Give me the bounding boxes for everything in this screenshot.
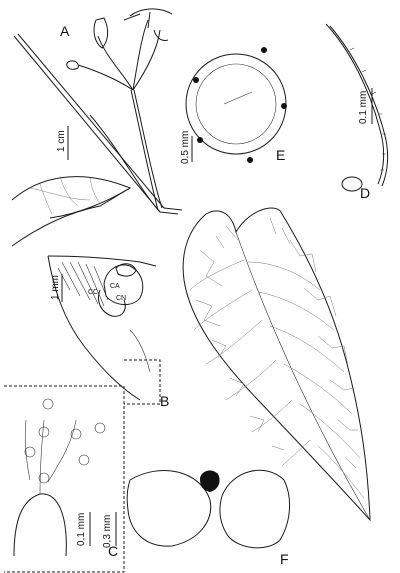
panel-label-b: B: [160, 393, 169, 409]
panel-d-hair: [325, 23, 389, 192]
panel-label-d: D: [360, 185, 370, 201]
structure-label-ca: CA: [110, 283, 120, 290]
panel-label-c: C: [108, 543, 118, 559]
panel-a-inflorescence: [66, 8, 173, 91]
scale-label-a: 1 cm: [56, 130, 67, 152]
panel-c-hairs: [4, 385, 125, 573]
structure-label-cc: CC: [88, 289, 98, 296]
panel-f-seeds: [126, 469, 291, 549]
panel-label-a: A: [60, 23, 70, 39]
panel-label-f: F: [280, 551, 289, 567]
panel-b-flower-section: [47, 255, 161, 405]
scale-label-f: 0,3 mm: [102, 515, 113, 548]
scale-label-c: 0,1 mm: [76, 513, 87, 546]
scale-bars: [61, 88, 373, 546]
scale-label-b: 1 mm: [50, 275, 61, 300]
scale-label-d: 0.1 mm: [358, 91, 369, 124]
panel-label-e: E: [276, 147, 285, 163]
structure-label-cn: CN: [116, 295, 126, 302]
panel-a-stem: [13, 33, 183, 215]
panel-a-leaf-fragment: [11, 175, 132, 247]
panel-e-flower-top: [185, 47, 287, 163]
scale-label-e: 0.5 mm: [180, 131, 191, 164]
